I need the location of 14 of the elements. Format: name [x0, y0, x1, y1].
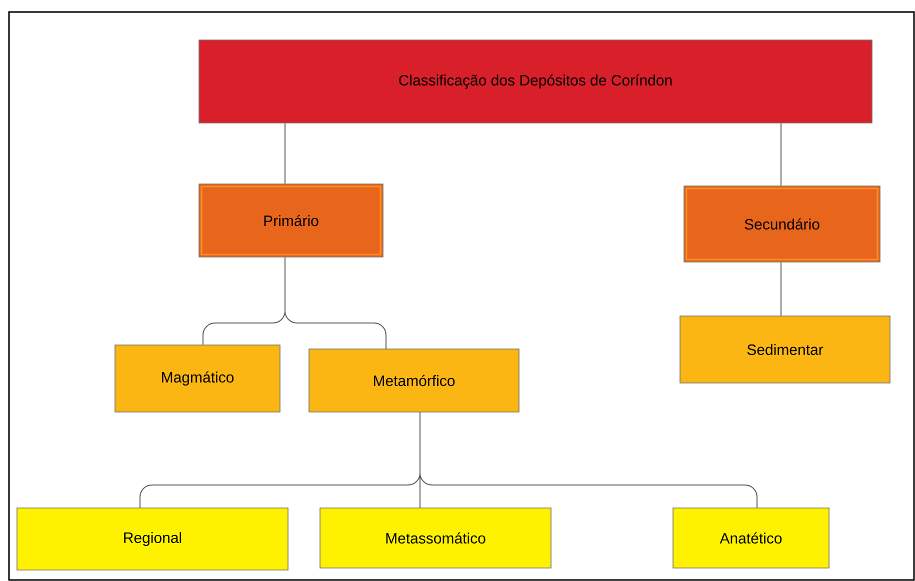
- connector-line: [780, 262, 782, 316]
- subtype-box: Metassomático: [320, 508, 552, 568]
- type-box: Sedimentar: [680, 316, 890, 384]
- type-box: Metamórfico: [308, 348, 520, 412]
- category-box: Secundário: [684, 186, 880, 262]
- connector-line: [780, 122, 782, 186]
- connector-line: [284, 122, 286, 184]
- category-box: Primário: [198, 184, 384, 258]
- subtype-box: Regional: [16, 508, 288, 570]
- subtype-box: Anatético: [672, 508, 830, 568]
- title-box: Classificação dos Depósitos de Coríndon: [198, 40, 872, 124]
- connector-line: [420, 412, 758, 508]
- connector-line: [284, 256, 386, 350]
- type-box: Magmático: [114, 344, 280, 412]
